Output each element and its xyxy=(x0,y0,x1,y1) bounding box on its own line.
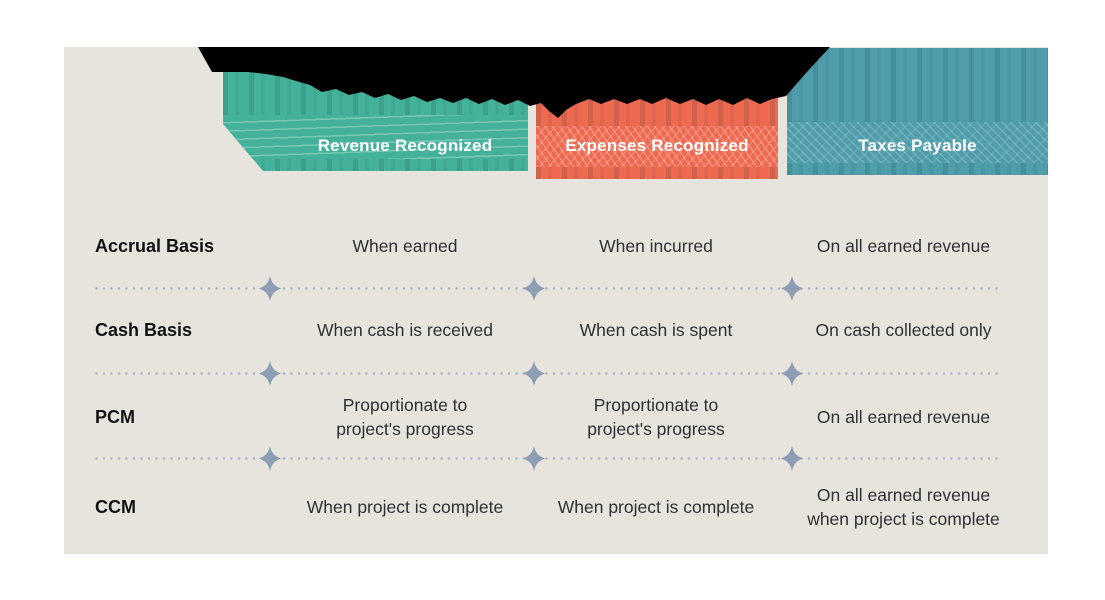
taxes-cell: On all earned revenue xyxy=(816,236,991,256)
expenses-cell: When project is complete xyxy=(557,497,755,517)
column-header-revenue: Revenue Recognized xyxy=(317,136,493,155)
table-row: Cash Basis When cash is received When ca… xyxy=(64,304,1048,356)
revenue-cell: When project is complete xyxy=(306,497,504,517)
revenue-cell: When earned xyxy=(352,236,458,256)
divider-flourish-icon xyxy=(259,276,281,301)
band-texture xyxy=(536,167,778,179)
row-divider xyxy=(95,372,1000,375)
table-row: PCM Proportionate to project's progress … xyxy=(64,390,1048,444)
divider-flourish-icon xyxy=(259,361,281,386)
row-label-cell: Cash Basis xyxy=(95,320,193,340)
table-row: Accrual Basis When earned When incurred … xyxy=(64,220,1048,272)
taxes-cell: On cash collected only xyxy=(815,320,992,340)
taxes-cell: On all earned revenue xyxy=(816,407,991,427)
expenses-cell: Proportionate to project's progress xyxy=(587,395,725,439)
band-texture xyxy=(787,163,1048,175)
row-label-cell: CCM xyxy=(95,497,136,517)
divider-flourish-icon xyxy=(259,446,281,471)
row-divider xyxy=(95,287,1000,290)
divider-flourish-icon xyxy=(523,276,545,301)
divider-flourish-icon xyxy=(781,361,803,386)
row-label-cell: PCM xyxy=(95,407,135,427)
taxes-cell: On all earned revenue when project is co… xyxy=(807,485,1000,529)
band-texture xyxy=(223,159,528,171)
column-header-taxes: Taxes Payable xyxy=(858,136,977,155)
expenses-cell: When cash is spent xyxy=(579,320,733,340)
divider-flourish-icon xyxy=(781,276,803,301)
expenses-cell: When incurred xyxy=(599,236,713,256)
row-label-cell: Accrual Basis xyxy=(95,236,215,256)
revenue-cell: When cash is received xyxy=(316,320,494,340)
divider-flourish-icon xyxy=(523,446,545,471)
divider-flourish-icon xyxy=(523,361,545,386)
band-texture xyxy=(787,48,1048,122)
band-texture xyxy=(223,60,528,115)
column-header-expenses: Expenses Recognized xyxy=(565,136,749,155)
row-divider xyxy=(95,457,1000,460)
divider-flourish-icon xyxy=(781,446,803,471)
table-row: CCM When project is complete When projec… xyxy=(64,480,1048,534)
band-texture xyxy=(536,60,778,126)
expenses-recognized-header-band xyxy=(536,60,778,179)
revenue-cell: Proportionate to project's progress xyxy=(336,395,474,439)
